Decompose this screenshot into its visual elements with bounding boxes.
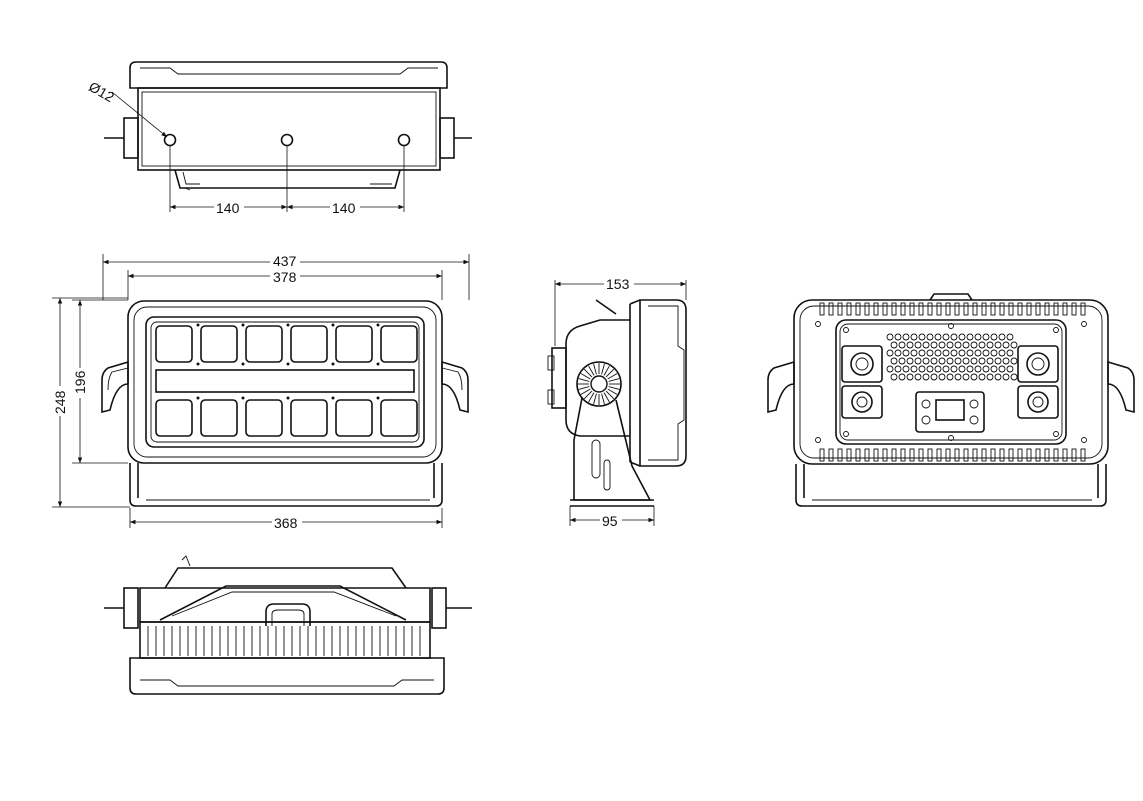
connector-power-out: [1017, 345, 1059, 383]
tilt-knob: [576, 361, 622, 407]
led-cell: [245, 325, 283, 363]
rear-handle-right: [1107, 360, 1135, 414]
base-width-dim: 368: [274, 515, 298, 531]
top-view-body: [137, 87, 441, 171]
led-cell: [380, 399, 418, 437]
led-cell: [335, 325, 373, 363]
hole-diameter-label: Ø12: [86, 78, 117, 105]
top-view-knob-left: [123, 117, 139, 159]
overall-width-dim: 437: [273, 253, 297, 269]
mount-hole: [163, 133, 177, 147]
mount-hole: [397, 133, 411, 147]
vent-grid: [886, 333, 1018, 381]
side-housing: [639, 299, 687, 467]
top-view-knob-right: [439, 117, 455, 159]
rear-housing: [793, 299, 1109, 465]
front-handle-left: [101, 360, 129, 414]
connector-power-in: [841, 345, 883, 383]
bottom-knob-left: [123, 587, 139, 629]
carry-handle: [265, 603, 311, 626]
bottom-view: [104, 555, 472, 695]
center-strip: [155, 369, 415, 393]
base-depth-dim: 95: [602, 513, 618, 529]
display-panel: [915, 391, 985, 433]
led-cell: [200, 399, 238, 437]
mount-hole: [280, 133, 294, 147]
led-cell: [335, 399, 373, 437]
connector-dmx-in: [841, 385, 883, 419]
led-cell: [290, 325, 328, 363]
rear-view: [767, 293, 1135, 507]
led-cell: [245, 399, 283, 437]
rear-panel: [835, 319, 1067, 445]
led-cell: [155, 399, 193, 437]
depth-dim: 153: [606, 276, 630, 292]
led-cell: [200, 325, 238, 363]
connector-dmx-out: [1017, 385, 1059, 419]
led-cell: [155, 325, 193, 363]
front-handle-right: [441, 360, 469, 414]
hole-spacing-left: 140: [216, 200, 240, 216]
overall-height-dim: 248: [52, 390, 68, 414]
bottom-knob-right: [431, 587, 447, 629]
housing-width-dim: 378: [273, 269, 297, 285]
side-view: 153 95: [547, 276, 687, 529]
hole-spacing-right: 140: [332, 200, 356, 216]
rear-handle-left: [767, 360, 795, 414]
front-view: 437 378 368 248 196: [52, 253, 470, 531]
led-cell: [290, 399, 328, 437]
led-cell: [380, 325, 418, 363]
housing-height-dim: 196: [72, 370, 88, 394]
top-view: Ø12 140 140: [86, 61, 472, 216]
